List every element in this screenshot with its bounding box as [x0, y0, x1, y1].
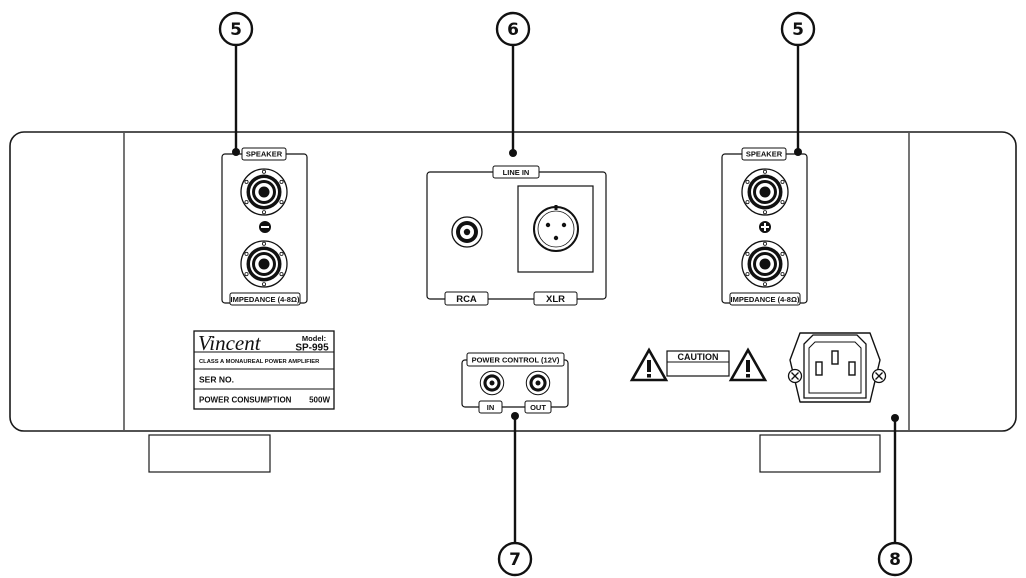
line-in-panel: LINE IN RCA XLR	[426, 165, 607, 306]
power-control-in-jack	[479, 370, 505, 396]
screw-icon	[787, 368, 803, 384]
xlr-connector	[533, 205, 579, 252]
nameplate-description: CLASS A MONAUREAL POWER AMPLIFIER	[199, 359, 320, 365]
power-control-out-label: OUT	[530, 403, 546, 412]
power-control-in-label: IN	[487, 403, 495, 412]
callout-number: 7	[509, 550, 521, 570]
rca-jack	[451, 216, 483, 248]
callout-power-inlet: 8	[877, 414, 913, 577]
callout-number: 5	[792, 20, 804, 40]
nameplate: Vincent Model: SP-995 CLASS A MONAUREAL …	[193, 330, 335, 410]
power-consumption-label: POWER CONSUMPTION	[199, 396, 292, 405]
left-speaker-panel: SPEAKER IMPEDANCE (4-8Ω)	[221, 147, 308, 306]
inlet-left-pin	[815, 361, 823, 376]
callout-number: 8	[889, 550, 901, 570]
left-speaker-top-post	[240, 168, 288, 216]
inlet-right-pin	[848, 361, 856, 376]
right-speaker-footer: IMPEDANCE (4-8Ω)	[731, 295, 800, 304]
model-label: Model:	[302, 334, 326, 343]
left-speaker-bottom-post	[240, 240, 288, 288]
caution-text: CAUTION	[678, 352, 719, 362]
xlr-plate	[517, 185, 594, 273]
callout-power-control: 7	[497, 412, 533, 577]
power-control-header: POWER CONTROL (12V)	[472, 356, 560, 365]
right-foot	[759, 434, 881, 473]
right-speaker-top-post	[741, 168, 789, 216]
callout-number: 6	[507, 20, 519, 40]
model-value: SP-995	[295, 343, 329, 354]
power-control-out-jack	[525, 370, 551, 396]
right-speaker-panel: SPEAKER IMPEDANCE (4-8Ω)	[721, 147, 808, 306]
power-consumption-value: 500W	[309, 396, 330, 405]
plus-icon	[759, 221, 771, 233]
callout-line-in: 6	[495, 11, 531, 157]
left-speaker-header: SPEAKER	[246, 150, 283, 159]
caution-label: CAUTION	[630, 348, 767, 382]
callout-number: 5	[230, 20, 242, 40]
left-speaker-footer: IMPEDANCE (4-8Ω)	[231, 295, 300, 304]
right-speaker-bottom-post	[741, 240, 789, 288]
inlet-ground-pin	[831, 350, 839, 365]
callout-right-speaker: 5	[780, 11, 816, 156]
serial-label: SER NO.	[199, 375, 234, 385]
power-control-panel: POWER CONTROL (12V) IN OUT	[461, 352, 569, 414]
xlr-label: XLR	[546, 294, 565, 305]
callout-left-speaker: 5	[218, 11, 254, 156]
line-in-header: LINE IN	[503, 168, 530, 177]
left-foot	[148, 434, 271, 473]
brand-logo: Vincent	[198, 331, 262, 355]
power-inlet	[787, 332, 887, 403]
minus-icon	[259, 221, 271, 233]
screw-icon	[871, 368, 887, 384]
right-speaker-header: SPEAKER	[746, 150, 783, 159]
rca-label: RCA	[456, 294, 477, 305]
